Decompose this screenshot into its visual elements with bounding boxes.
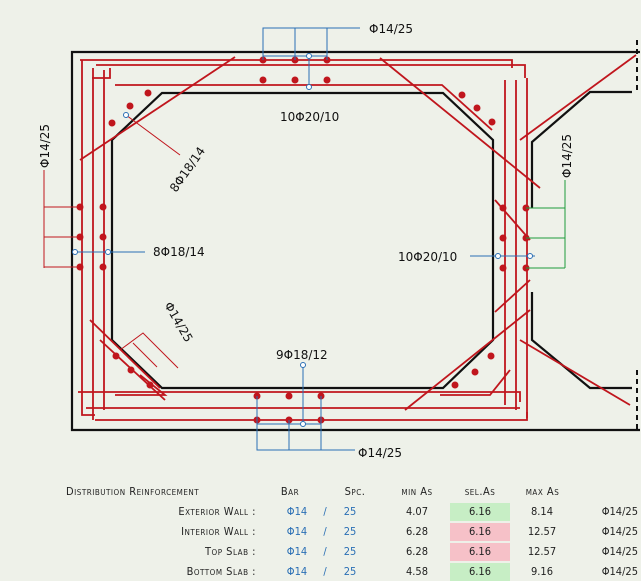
- row-sep: /: [323, 505, 327, 518]
- row-result: Φ14/25: [601, 525, 638, 538]
- row-sep: /: [323, 565, 327, 578]
- header-spc: Spc.: [344, 485, 366, 498]
- row-name: Interior Wall :: [181, 525, 256, 538]
- row-min-as: 4.58: [405, 565, 429, 578]
- row-result: Φ14/25: [601, 565, 638, 578]
- leader-lines-blue: [75, 27, 535, 451]
- row-name: Exterior Wall :: [178, 505, 256, 518]
- row-sep: /: [323, 525, 327, 538]
- label-left-distribution: Φ14/25: [38, 124, 52, 168]
- label-bottom-main: 9Φ18/12: [276, 348, 328, 362]
- leader-lines-red: [43, 114, 181, 369]
- row-sel-as: 6.16: [450, 523, 510, 541]
- row-min-as: 6.28: [405, 545, 429, 558]
- row-sep: /: [323, 545, 327, 558]
- row-max-as: 8.14: [530, 505, 554, 518]
- row-max-as: 9.16: [530, 565, 554, 578]
- leader-nodes: [72, 53, 533, 427]
- row-min-as: 6.28: [405, 525, 429, 538]
- rebar-lines: [78, 54, 637, 421]
- table-title: Distribution Reinforcement: [66, 485, 200, 498]
- reinforcement-drawing: Φ14/25 10Φ20/10 Φ14/25 8Φ18/14 8Φ18/14 Φ…: [38, 22, 640, 460]
- row-name: Top Slab :: [204, 545, 256, 558]
- row-bar: Φ14: [286, 565, 308, 578]
- row-sel-as: 6.16: [450, 563, 510, 581]
- row-spc: 25: [343, 565, 357, 578]
- header-sel-as: sel.As: [464, 485, 496, 498]
- row-sel-as: 6.16: [450, 543, 510, 561]
- label-bottom-distribution: Φ14/25: [358, 446, 402, 460]
- header-max-as: max As: [525, 485, 560, 498]
- row-bar: Φ14: [286, 525, 308, 538]
- row-max-as: 12.57: [527, 545, 557, 558]
- label-left-main: 8Φ18/14: [153, 245, 205, 259]
- row-sel-as: 6.16: [450, 503, 510, 521]
- header-min-as: min As: [401, 485, 433, 498]
- concrete-outline: [70, 50, 640, 432]
- label-right-main: 10Φ20/10: [398, 250, 457, 264]
- rebar-dots: [76, 56, 530, 424]
- row-result: Φ14/25: [601, 505, 638, 518]
- row-min-as: 4.07: [405, 505, 429, 518]
- outer-outline: [70, 50, 640, 432]
- row-spc: 25: [343, 525, 357, 538]
- label-right-distribution: Φ14/25: [560, 134, 574, 178]
- distribution-table: Distribution Reinforcement Bar Spc. min …: [0, 480, 641, 581]
- label-top-distribution: Φ14/25: [369, 22, 413, 36]
- inner-cell-outline: [110, 91, 495, 390]
- row-max-as: 12.57: [527, 525, 557, 538]
- right-cell-outline-bottom: [530, 292, 632, 390]
- header-bar: Bar: [280, 485, 300, 498]
- row-name: Bottom Slab :: [186, 565, 256, 578]
- label-top-main: 10Φ20/10: [280, 110, 339, 124]
- row-bar: Φ14: [286, 505, 308, 518]
- row-spc: 25: [343, 545, 357, 558]
- label-corner-top-left-main: 8Φ18/14: [167, 144, 208, 194]
- label-corner-bottom-left-distribution: Φ14/25: [161, 300, 195, 345]
- right-cell-outline-top: [530, 90, 632, 208]
- row-bar: Φ14: [286, 545, 308, 558]
- row-spc: 25: [343, 505, 357, 518]
- leader-lines-green: [526, 180, 566, 269]
- row-result: Φ14/25: [601, 545, 638, 558]
